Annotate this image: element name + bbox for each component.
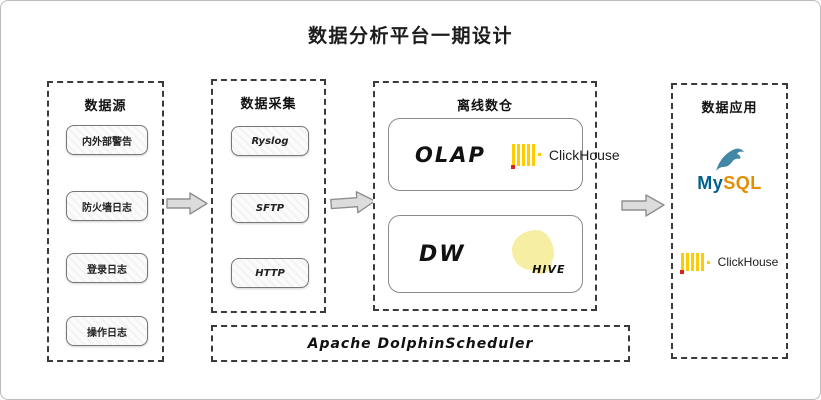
mysql-wordmark-my: My bbox=[697, 173, 724, 193]
scheduler-label: Apache DolphinScheduler bbox=[307, 335, 534, 352]
olap-label: OLAP bbox=[415, 142, 486, 167]
mysql-wordmark-sql: SQL bbox=[723, 173, 762, 193]
source-panel-title: 数据源 bbox=[84, 98, 127, 113]
clickhouse-label-app: ClickHouse bbox=[717, 255, 779, 269]
source-panel: 数据源 内外部警告 防火墙日志 登录日志 操作日志 bbox=[47, 81, 164, 362]
mysql-logo: MySQL bbox=[673, 147, 786, 194]
flow-arrow-source-to-collect bbox=[166, 192, 208, 215]
collect-item-sftp: SFTP bbox=[231, 193, 309, 223]
clickhouse-label: ClickHouse bbox=[548, 146, 620, 163]
clickhouse-logo-app: ClickHouse bbox=[673, 253, 786, 274]
collect-panel-title: 数据采集 bbox=[240, 96, 297, 111]
clickhouse-icon-app bbox=[679, 253, 710, 274]
source-item-firewall: 防火墙日志 bbox=[66, 191, 148, 221]
dw-box: DW HIVE bbox=[388, 215, 583, 293]
scheduler-box: Apache DolphinScheduler bbox=[211, 325, 630, 362]
collect-panel: 数据采集 Ryslog SFTP HTTP bbox=[211, 79, 326, 313]
page-title: 数据分析平台一期设计 bbox=[307, 26, 513, 47]
collect-item-http: HTTP bbox=[231, 258, 309, 288]
mysql-wordmark: MySQL bbox=[697, 173, 762, 194]
collect-item-ryslog: Ryslog bbox=[231, 126, 309, 156]
olap-box: OLAP ClickHouse bbox=[388, 118, 620, 191]
source-item-operation: 操作日志 bbox=[66, 316, 148, 346]
clickhouse-icon bbox=[510, 143, 541, 169]
flow-arrow-warehouse-to-application bbox=[621, 194, 665, 217]
clickhouse-logo: ClickHouse bbox=[510, 143, 620, 169]
dw-label: DW bbox=[419, 241, 466, 267]
source-item-alerts: 内外部警告 bbox=[66, 125, 148, 155]
application-panel-title: 数据应用 bbox=[701, 100, 758, 115]
warehouse-panel-title: 离线数仓 bbox=[456, 98, 513, 113]
mysql-dolphin-icon bbox=[715, 148, 744, 171]
hive-icon: HIVE bbox=[508, 230, 565, 278]
warehouse-panel: 离线数仓 OLAP ClickHouse DW HIVE bbox=[373, 81, 620, 311]
application-panel: 数据应用 MySQL ClickHouse bbox=[671, 83, 788, 359]
hive-label: HIVE bbox=[532, 263, 566, 276]
flow-arrow-collect-to-warehouse bbox=[330, 191, 376, 214]
source-item-login: 登录日志 bbox=[66, 253, 148, 283]
